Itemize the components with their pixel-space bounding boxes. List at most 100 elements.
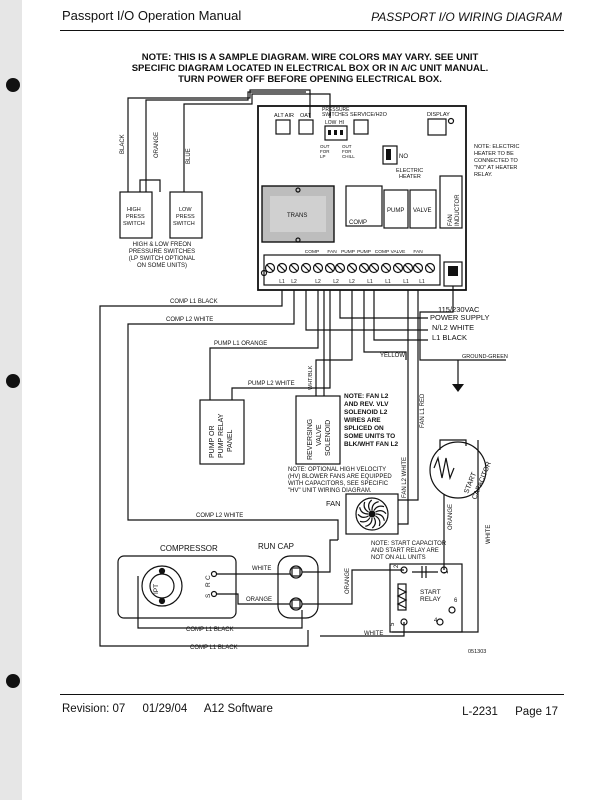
terminal-label: COMP — [305, 249, 319, 255]
run-cap-l2-wire — [302, 539, 338, 573]
fan-note-line: WIRES ARE — [344, 417, 381, 424]
ground-symbol — [452, 384, 464, 392]
reversing-valve-label: SOLENOID — [325, 420, 332, 456]
orange-wire — [145, 91, 306, 192]
fan-blade — [371, 517, 377, 529]
hv-note-line: NOTE: OPTIONAL HIGH VELOCITY — [288, 467, 386, 473]
relay-pin-label: 6 — [454, 598, 458, 604]
white-relay-wire — [320, 622, 405, 637]
heater-note-line: CONNECTED TO — [474, 158, 519, 164]
fan-note-line: SOLENOID L2 — [344, 409, 388, 416]
fan-blade — [373, 505, 385, 511]
terminal-screw-slot — [348, 264, 356, 272]
fan-blade — [359, 517, 371, 523]
heater-note-line: HEATER TO BE — [474, 151, 514, 157]
orange-cap-label: ORANGE — [448, 504, 454, 530]
transformer-core — [270, 196, 326, 232]
switches-label: SWITCHES — [322, 112, 349, 118]
terminal-screw — [264, 262, 276, 274]
footer-rule — [60, 694, 564, 695]
fan-label: FAN — [326, 499, 341, 508]
fan-blade — [357, 513, 369, 519]
relay-pin-label: 4 — [434, 618, 438, 624]
fan-note-line: AND REV. VLV — [344, 401, 389, 408]
heater-relay-contact — [386, 149, 391, 160]
relay-pin-6 — [448, 606, 456, 614]
terminal-screw-slot — [302, 264, 310, 272]
oat-label: OAT — [300, 113, 312, 119]
start-relay-label: RELAY — [420, 596, 441, 603]
terminal-screw-slot — [382, 264, 390, 272]
compressor-terminal — [158, 597, 166, 605]
hv-note-line: WITH CAPACITORS, SEE SPECIFIC — [288, 481, 389, 487]
terminal-s — [210, 590, 218, 598]
start-relay-label: START — [420, 589, 441, 596]
terminal-screw — [402, 262, 414, 274]
sample-diagram-note: NOTE: THIS IS A SAMPLE DIAGRAM. WIRE COL… — [110, 52, 510, 85]
fan-note-line: SPLICED ON — [344, 425, 384, 432]
low-press-switch — [169, 191, 203, 239]
alt-air-connector — [275, 119, 291, 135]
terminal-screw-slot — [370, 264, 378, 272]
terminal-label: PUMP — [341, 249, 355, 255]
supply-voltage: 115/230VAC — [438, 305, 480, 314]
low-switch-label: SWITCH — [173, 221, 195, 227]
comp-l1-black-a-label: COMP L1 BLACK — [186, 627, 234, 633]
oat-connector — [298, 119, 314, 135]
terminal-line-label: L2 — [315, 279, 321, 285]
start-note: NOTE: START CAPACITOR AND START RELAY AR… — [371, 541, 447, 561]
high-switch-label: PRESS — [126, 214, 145, 220]
l1-bus — [373, 290, 428, 341]
note-line: TURN POWER OFF BEFORE OPENING ELECTRICAL… — [178, 74, 442, 85]
out-for-lp: OUT — [320, 144, 330, 149]
terminal-line-label: L1 — [367, 279, 373, 285]
terminal-strip — [263, 254, 441, 286]
fan-blade — [363, 501, 369, 513]
service-connector — [353, 119, 369, 135]
fan-blade — [359, 507, 369, 515]
pump-panel-label: PUMP OR — [209, 425, 216, 458]
fan-hub — [368, 510, 376, 518]
terminal-line-label: L1 — [279, 279, 285, 285]
heater-note: NOTE: ELECTRIC HEATER TO BE CONNECTED TO… — [474, 144, 520, 178]
comp-l1-black-b-label: COMP L1 BLACK — [190, 645, 238, 651]
terminal-screw — [312, 262, 324, 274]
ipt-label: IPT — [153, 584, 160, 594]
wht-blk-label: WHT/BLK — [308, 365, 314, 390]
fan-blade — [375, 509, 387, 515]
yellow-label: YELLOW — [380, 353, 405, 359]
terminal-c — [210, 570, 218, 578]
terminal-label: VALVE — [391, 249, 406, 255]
note-line: NOTE: THIS IS A SAMPLE DIAGRAM. WIRE COL… — [141, 52, 479, 63]
fan-blade — [371, 501, 379, 511]
fan-wheel — [355, 497, 389, 531]
fan-note: NOTE: FAN L2 AND REV. VLV SOLENOID L2 WI… — [344, 393, 399, 448]
terminal-s-label: S — [205, 593, 212, 598]
fan-blades — [357, 499, 387, 529]
pump-relay-panel — [199, 399, 245, 465]
terminal-label: FAN — [413, 249, 423, 255]
revision-date: 01/29/04 — [142, 703, 188, 715]
heater-relay — [382, 145, 398, 165]
heater-no-label: NO — [399, 154, 408, 160]
yellow-wire-tap — [363, 290, 407, 360]
ground-wire-top — [419, 286, 506, 361]
footer-left: Revision: 07 01/29/04 A12 Software — [62, 703, 287, 715]
fan-blade — [375, 513, 385, 521]
pump-l2-white-wire — [231, 290, 331, 400]
switch-caption-line: (LP SWITCH OPTIONAL — [129, 256, 196, 262]
note-line: SPECIFIC DIAGRAM LOCATED IN ELECTRICAL B… — [131, 63, 489, 74]
capacitor-lead-top — [439, 439, 467, 450]
trans-screw — [295, 187, 301, 193]
terminal-screw-slot — [266, 264, 274, 272]
fan-blade — [365, 517, 373, 527]
start-note-line: NOTE: START CAPACITOR — [371, 541, 447, 547]
terminal-screw-slot — [360, 264, 368, 272]
comp-l2-white-label: COMP L2 WHITE — [166, 317, 213, 323]
electric-heater-label: HEATER — [399, 174, 421, 180]
header-rule — [60, 30, 564, 31]
control-board — [257, 105, 467, 291]
comp-l1-black-wire — [99, 290, 309, 647]
white-bottom-label: WHITE — [364, 631, 383, 637]
terminal-screw-slot — [336, 264, 344, 272]
